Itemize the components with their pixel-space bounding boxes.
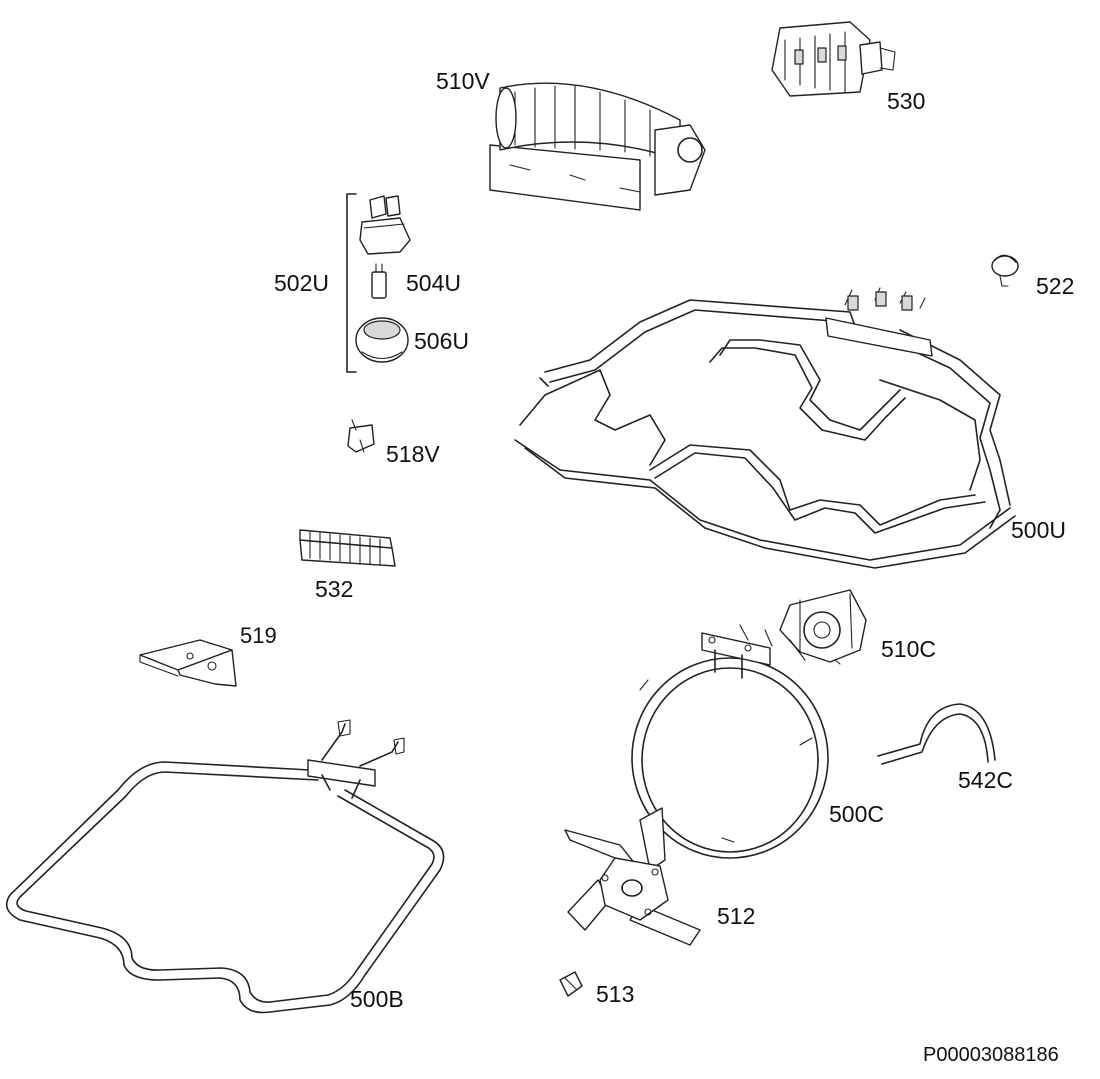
label-519: 519 bbox=[240, 623, 277, 648]
label-506U: 506U bbox=[414, 328, 469, 354]
label-500U: 500U bbox=[1011, 517, 1066, 543]
part-lamp-holder bbox=[359, 195, 411, 255]
diagram-reference-code: P00003088186 bbox=[923, 1044, 1059, 1066]
part-506U-lamp-cover bbox=[355, 317, 409, 363]
label-504U: 504U bbox=[406, 270, 461, 296]
part-500U-grill-element bbox=[514, 287, 1016, 569]
part-504U-bulb bbox=[371, 263, 387, 299]
label-500C: 500C bbox=[829, 801, 884, 827]
part-519-bracket bbox=[139, 639, 237, 687]
part-513-nut bbox=[559, 971, 583, 997]
part-532-terminal-strip bbox=[299, 529, 396, 567]
label-500B: 500B bbox=[350, 986, 404, 1012]
part-518V-clip bbox=[347, 419, 375, 453]
part-542C-clamp bbox=[877, 703, 996, 765]
part-522-clip bbox=[991, 254, 1019, 287]
part-510V-fan-motor bbox=[489, 82, 706, 211]
label-530: 530 bbox=[887, 88, 926, 114]
label-512: 512 bbox=[717, 903, 756, 929]
label-542C: 542C bbox=[958, 767, 1013, 793]
label-513: 513 bbox=[596, 981, 635, 1007]
part-500C-ring-element bbox=[631, 624, 829, 859]
part-510C-fan-motor bbox=[779, 589, 867, 665]
label-532: 532 bbox=[315, 576, 354, 602]
label-510C: 510C bbox=[881, 636, 936, 662]
part-530-terminal-block bbox=[771, 21, 896, 97]
part-500B-bottom-element bbox=[5, 719, 445, 1014]
part-512-fan-blade bbox=[564, 807, 701, 946]
label-510V: 510V bbox=[436, 68, 490, 94]
label-502U: 502U bbox=[274, 270, 329, 296]
label-518V: 518V bbox=[386, 441, 440, 467]
label-522: 522 bbox=[1036, 273, 1075, 299]
part-502U-bracket bbox=[346, 193, 357, 373]
